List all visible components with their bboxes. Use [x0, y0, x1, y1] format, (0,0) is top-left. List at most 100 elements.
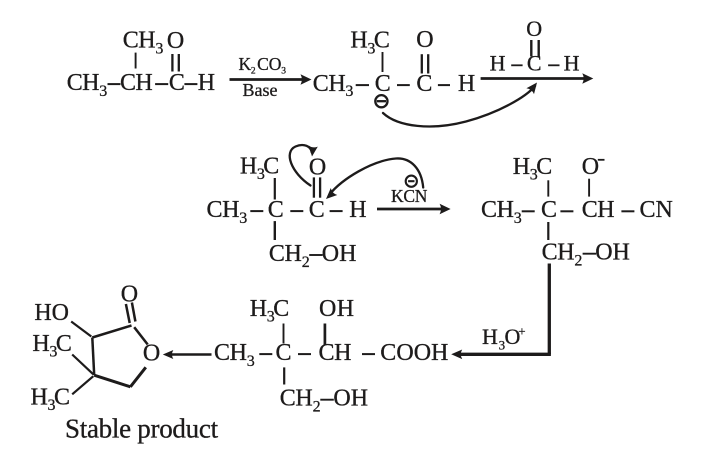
svg-text:2: 2: [313, 399, 321, 416]
svg-text:H: H: [222, 197, 239, 223]
svg-text:O: O: [309, 155, 326, 181]
svg-text:C: C: [123, 28, 139, 54]
svg-text:H: H: [32, 331, 49, 357]
svg-text:H: H: [490, 51, 506, 76]
svg-text:H: H: [198, 70, 215, 96]
svg-text:2: 2: [302, 254, 310, 271]
svg-text:2: 2: [574, 253, 582, 270]
svg-text:2: 2: [251, 67, 256, 77]
svg-text:3: 3: [530, 166, 538, 183]
svg-text:H: H: [349, 197, 366, 223]
svg-text:C: C: [640, 197, 656, 223]
svg-text:C: C: [309, 197, 325, 223]
svg-text:3: 3: [345, 83, 353, 100]
svg-text:Base: Base: [243, 80, 278, 100]
svg-text:C: C: [319, 340, 335, 366]
svg-text:O: O: [414, 340, 431, 366]
svg-text:O: O: [595, 240, 612, 266]
svg-text:3: 3: [499, 337, 506, 352]
svg-text:O: O: [322, 241, 339, 267]
svg-text:C: C: [268, 197, 284, 223]
svg-text:H: H: [497, 197, 514, 223]
svg-text:N: N: [656, 197, 673, 223]
svg-text:H: H: [328, 71, 345, 97]
svg-text:3: 3: [281, 67, 286, 77]
svg-text:H: H: [337, 296, 354, 322]
svg-text:H: H: [482, 324, 498, 349]
svg-text:3: 3: [49, 344, 57, 361]
svg-text:H: H: [285, 241, 302, 267]
svg-text:C: C: [582, 197, 598, 223]
svg-text:C: C: [374, 28, 390, 54]
svg-text:H: H: [613, 240, 630, 266]
svg-text:C: C: [120, 70, 136, 96]
svg-text:H: H: [597, 197, 614, 223]
svg-text:O: O: [167, 28, 184, 54]
svg-text:C: C: [214, 340, 230, 366]
svg-text:C: C: [269, 241, 285, 267]
svg-text:H: H: [135, 70, 152, 96]
svg-text:H: H: [31, 385, 48, 411]
svg-text:C: C: [263, 154, 279, 180]
svg-text:O: O: [52, 300, 69, 326]
svg-text:O: O: [396, 340, 413, 366]
svg-text:+: +: [518, 324, 525, 339]
svg-text:H: H: [240, 154, 257, 180]
svg-text:H: H: [82, 70, 99, 96]
svg-text:C: C: [416, 71, 432, 97]
svg-text:H: H: [295, 386, 312, 412]
svg-text:H: H: [138, 28, 155, 54]
svg-text:O: O: [143, 341, 160, 367]
svg-text:C: C: [313, 71, 329, 97]
svg-text:K: K: [391, 186, 404, 206]
svg-text:O: O: [416, 27, 433, 53]
svg-text:O: O: [526, 16, 542, 41]
svg-text:H: H: [34, 300, 51, 326]
svg-text:3: 3: [514, 210, 522, 227]
svg-text:H: H: [557, 240, 574, 266]
svg-text:C: C: [542, 240, 558, 266]
svg-text:3: 3: [99, 83, 107, 100]
svg-text:3: 3: [247, 353, 255, 370]
svg-text:C: C: [54, 385, 70, 411]
svg-text:H: H: [431, 340, 448, 366]
svg-text:C: C: [169, 70, 185, 96]
svg-text:H: H: [250, 296, 267, 322]
svg-text:H: H: [350, 28, 367, 54]
svg-text:O: O: [269, 54, 282, 74]
svg-text:C: C: [257, 54, 269, 74]
svg-text:O: O: [121, 282, 138, 308]
svg-text:H: H: [334, 340, 351, 366]
svg-text:C: C: [280, 386, 296, 412]
svg-text:C: C: [375, 71, 391, 97]
svg-text:C: C: [56, 331, 72, 357]
svg-text:H: H: [458, 71, 475, 97]
svg-text:H: H: [564, 51, 580, 76]
svg-text:N: N: [415, 186, 428, 206]
svg-text:3: 3: [155, 41, 163, 58]
svg-text:3: 3: [267, 308, 275, 325]
svg-text:C: C: [207, 197, 223, 223]
svg-text:C: C: [536, 154, 552, 180]
svg-text:H: H: [351, 386, 368, 412]
svg-text:C: C: [541, 197, 557, 223]
svg-text:Stable product: Stable product: [65, 414, 219, 444]
svg-text:H: H: [513, 154, 530, 180]
svg-text:C: C: [380, 340, 396, 366]
svg-text:H: H: [230, 340, 247, 366]
svg-text:O: O: [319, 296, 336, 322]
svg-text:3: 3: [48, 397, 56, 414]
svg-text:O: O: [333, 386, 350, 412]
svg-text:C: C: [481, 197, 497, 223]
svg-text:H: H: [339, 241, 356, 267]
svg-text:O: O: [505, 324, 521, 349]
svg-text:3: 3: [367, 41, 375, 58]
svg-text:O: O: [582, 154, 599, 180]
svg-text:C: C: [403, 186, 415, 206]
svg-text:C: C: [273, 296, 289, 322]
svg-text:3: 3: [257, 166, 265, 183]
svg-text:C: C: [527, 51, 542, 76]
svg-text:C: C: [67, 70, 83, 96]
svg-text:C: C: [276, 340, 292, 366]
svg-text:3: 3: [239, 210, 247, 227]
